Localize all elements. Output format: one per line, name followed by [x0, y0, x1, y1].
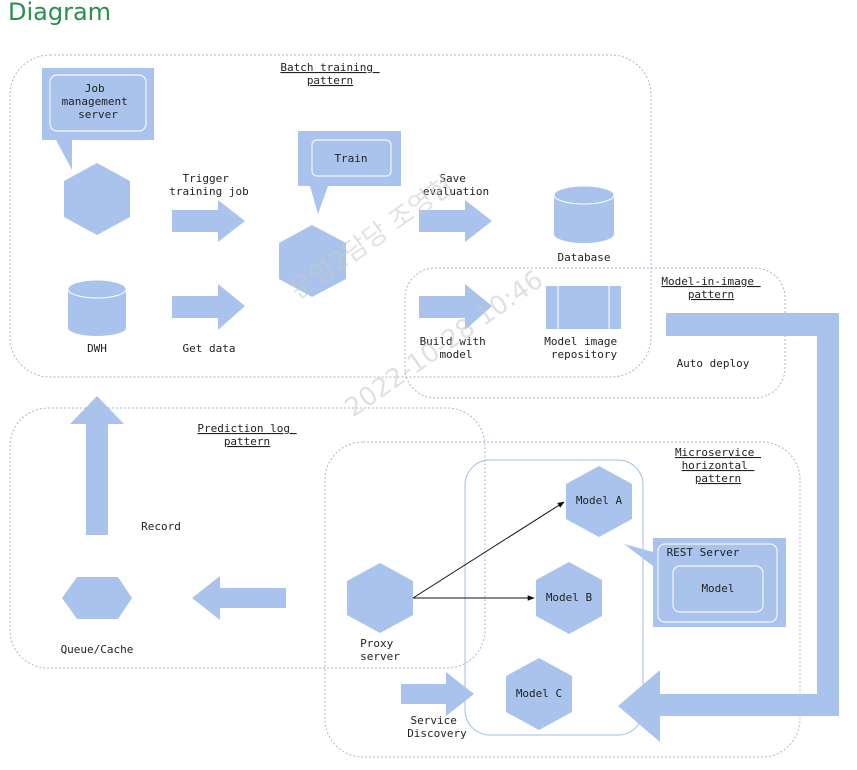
- batch-training-container: [9, 54, 652, 378]
- job-server-callout: Job management server: [42, 68, 154, 170]
- model-in-image-container: [404, 267, 786, 399]
- train-label: Train: [334, 152, 367, 165]
- queue-cache-node: [62, 577, 132, 619]
- prediction-log-title: Prediction log pattern: [197, 422, 296, 448]
- model-label: Model: [701, 582, 734, 595]
- model-b-node: [536, 562, 602, 634]
- proxy-to-queue-arrow: [192, 576, 286, 620]
- prediction-log-container: [9, 407, 486, 669]
- proxy-server-node: [347, 563, 413, 633]
- database-label: Database: [558, 251, 611, 264]
- microservice-title: Microservice horizontal pattern: [675, 446, 761, 485]
- dwh-label: DWH: [87, 342, 107, 355]
- auto-deploy-arrow: [618, 313, 839, 742]
- auto-deploy-label: Auto deploy: [677, 357, 750, 370]
- rest-server-label: REST Server: [667, 546, 740, 559]
- watermark: 운영2담당 조영현 2022-10-28 10:46: [285, 171, 549, 424]
- save-evaluation-arrow: [419, 200, 492, 242]
- job-server-label: Job management server: [62, 82, 135, 121]
- model-a-label: Model A: [576, 494, 623, 507]
- get-data-label: Get data: [183, 342, 236, 355]
- record-label: Record: [141, 520, 181, 533]
- batch-training-title: Batch training pattern: [280, 61, 379, 87]
- microservice-container: [324, 441, 801, 758]
- database-node: [553, 185, 615, 243]
- model-c-label: Model C: [516, 687, 562, 700]
- get-data-arrow: [172, 284, 245, 330]
- service-discovery-label: Service Discovery: [407, 714, 467, 740]
- trigger-label: Trigger training job: [169, 172, 248, 198]
- proxy-to-model-a-edge: [412, 501, 565, 599]
- page-title: Diagram: [8, 0, 112, 26]
- record-arrow: [70, 396, 124, 535]
- build-label: Build with model: [420, 335, 493, 361]
- dwh-node: [67, 279, 127, 336]
- trigger-arrow: [172, 200, 245, 242]
- build-arrow: [419, 284, 492, 330]
- model-a-node: [566, 466, 632, 537]
- job-server-node: [64, 163, 130, 235]
- model-repo-label: Model image repository: [544, 335, 623, 361]
- watermark-date: 2022-10-28 10:46: [340, 265, 549, 424]
- model-b-label: Model B: [546, 591, 593, 604]
- train-callout: Train: [298, 131, 401, 214]
- rest-server-callout: REST Server Model: [624, 538, 786, 627]
- model-c-node: [506, 658, 572, 730]
- model-in-image-title: Model-in-image pattern: [661, 275, 760, 301]
- train-node: [279, 225, 346, 297]
- queue-cache-label: Queue/Cache: [61, 643, 134, 656]
- service-discovery-arrow: [401, 672, 474, 716]
- model-repo-node: [546, 286, 621, 329]
- proxy-server-label: Proxy server: [360, 637, 400, 663]
- save-evaluation-label: Save evaluation: [423, 172, 489, 198]
